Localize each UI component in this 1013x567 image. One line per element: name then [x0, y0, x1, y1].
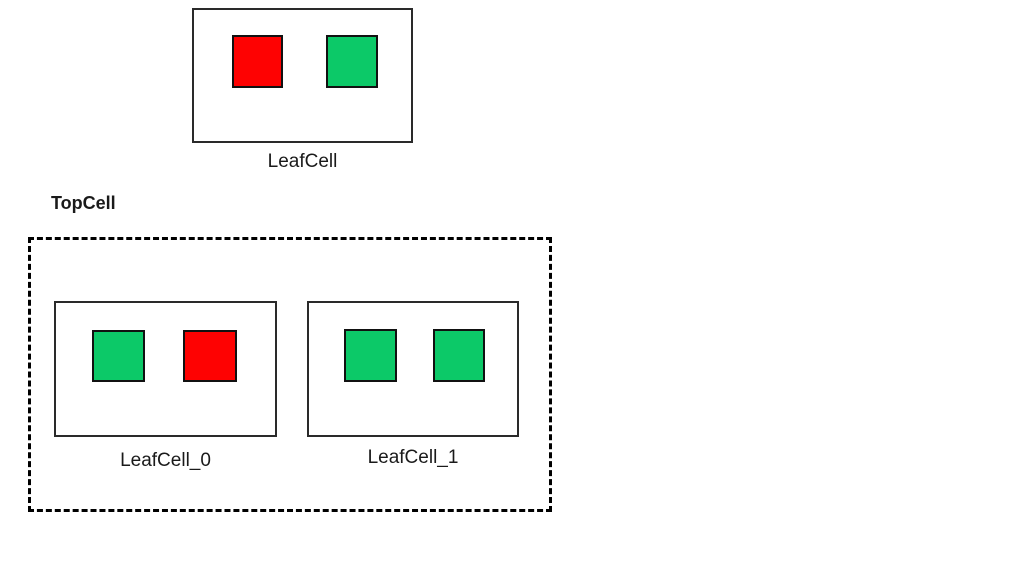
leafcell-master-box [192, 8, 413, 143]
red-shape-square [232, 35, 283, 88]
topcell-boundary [28, 237, 552, 512]
green-shape-square [92, 330, 145, 382]
leafcell-master-label: LeafCell [267, 151, 338, 172]
leafcell-1-instance-box [307, 301, 519, 437]
red-shape-square [183, 330, 237, 382]
leafcell-1-instance-label: LeafCell_1 [367, 447, 459, 468]
leafcell-0-instance-box [54, 301, 277, 437]
green-shape-square [326, 35, 378, 88]
topcell-title: TopCell [51, 193, 116, 213]
green-shape-square [344, 329, 397, 382]
green-shape-square [433, 329, 485, 382]
leafcell-0-instance-label: LeafCell_0 [120, 450, 211, 471]
